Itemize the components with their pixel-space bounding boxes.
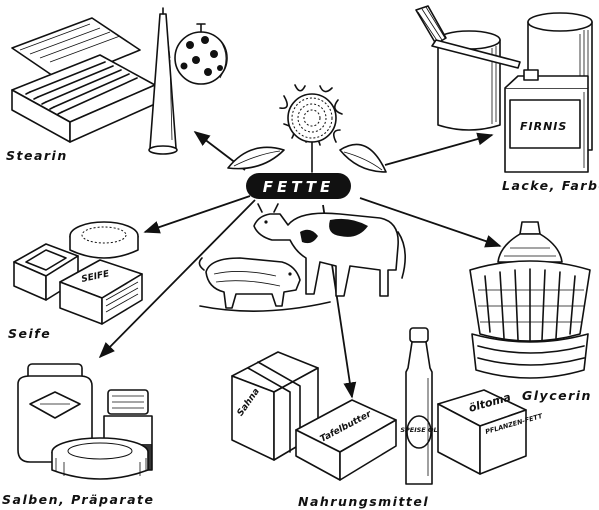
label-seife: Seife: [8, 326, 51, 341]
firnis-text: FIRNIS: [520, 120, 567, 133]
label-stearin: Stearin: [6, 148, 68, 163]
seife-illustration: SEIFE: [14, 222, 142, 324]
center-label: FETTE: [263, 178, 335, 196]
arrow-to-seife: [145, 196, 250, 232]
label-lacke: Lacke, Farben: [502, 178, 599, 193]
arrow-to-lacke: [385, 135, 492, 165]
lacke-illustration: FIRNIS: [416, 6, 592, 172]
center-node: FETTE: [246, 173, 351, 199]
speiseoel-text: SPEISE ÖL: [400, 425, 437, 434]
label-salben: Salben, Präparate: [2, 492, 154, 507]
salben-illustration: [18, 364, 152, 479]
sunflower-illustration: [228, 85, 386, 172]
label-nahrung: Nahrungsmittel: [298, 494, 429, 509]
glycerin-illustration: [470, 222, 590, 378]
stearin-illustration: [12, 8, 227, 154]
label-glycerin: Glycerin: [522, 388, 592, 403]
arrows: [100, 132, 500, 397]
